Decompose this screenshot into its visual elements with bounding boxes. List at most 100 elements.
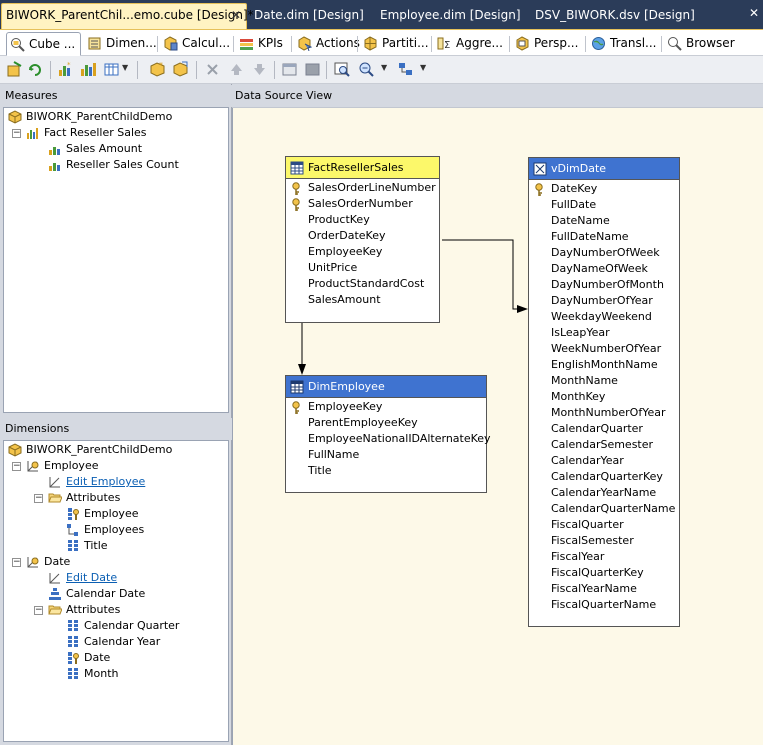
find-table-icon[interactable] <box>334 61 351 78</box>
column[interactable]: MonthName <box>551 374 618 387</box>
tab-label: Cube ... <box>29 37 76 51</box>
tab-actions[interactable]: Actions <box>294 32 360 56</box>
column[interactable]: FiscalQuarterName <box>551 598 657 611</box>
tab-kpis[interactable]: KPIs <box>236 32 292 56</box>
column[interactable]: FiscalQuarter <box>551 518 624 531</box>
table-name: DimEmployee <box>308 380 385 393</box>
column[interactable]: CalendarQuarterName <box>551 502 676 515</box>
column[interactable]: FiscalQuarterKey <box>551 566 644 579</box>
tab-partitions[interactable]: Partiti... <box>360 32 432 56</box>
doc-tab-employee-dim[interactable]: Employee.dim [Design] <box>376 4 521 29</box>
collapse-date-icon[interactable]: − <box>12 557 21 567</box>
table-dimemployee[interactable]: DimEmployee EmployeeKey ParentEmployeeKe… <box>285 375 491 493</box>
edit-dimension-icon <box>49 573 60 584</box>
primary-key-icon <box>535 183 543 196</box>
doc-tab-cube[interactable]: BIWORK_ParentChil...emo.cube [Design]* ✕ <box>1 3 254 29</box>
table-header[interactable]: DimEmployee <box>286 376 486 398</box>
column[interactable]: OrderDateKey <box>308 229 386 242</box>
collapse-attributes-icon[interactable]: − <box>34 605 43 615</box>
move-down-icon[interactable] <box>251 61 268 78</box>
edit-date-label[interactable]: Edit Date <box>66 571 118 584</box>
dsv-canvas[interactable]: FactResellerSales SalesOrderLineNumber S… <box>232 108 763 745</box>
hide-table-icon[interactable] <box>304 61 321 78</box>
column[interactable]: MonthKey <box>551 390 606 403</box>
designer-tab-strip: Cube ... Dimen... Calcul... KPIs Actions… <box>0 29 763 56</box>
arrange-dropdown-icon[interactable]: ▼ <box>420 63 427 72</box>
show-measures-grid-icon[interactable] <box>103 61 120 78</box>
new-measure-group-icon[interactable] <box>80 61 97 78</box>
zoom-icon[interactable] <box>358 61 375 78</box>
column[interactable]: EmployeeKey <box>308 245 383 258</box>
dimensions-header: Dimensions <box>0 418 232 440</box>
column[interactable]: Title <box>308 464 332 477</box>
column[interactable]: CalendarQuarterKey <box>551 470 663 483</box>
column[interactable]: FullDateName <box>551 230 629 243</box>
collapse-measure-group-icon[interactable]: − <box>12 128 21 138</box>
dimensions-tree: BIWORK_ParentChildDemo − Employee Edit E… <box>3 440 229 742</box>
column[interactable]: DateName <box>551 214 610 227</box>
collapse-employee-icon[interactable]: − <box>12 461 21 471</box>
close-window-icon[interactable]: ✕ <box>748 6 759 20</box>
column[interactable]: SalesOrderNumber <box>308 197 413 210</box>
edit-employee-label[interactable]: Edit Employee <box>66 475 146 488</box>
tab-translations[interactable]: Transl... <box>588 32 662 56</box>
column[interactable]: FiscalSemester <box>551 534 634 547</box>
column[interactable]: FiscalYear <box>551 550 605 563</box>
delete-icon[interactable] <box>204 61 221 78</box>
column[interactable]: FullDate <box>551 198 597 211</box>
column[interactable]: EmployeeNationalIDAlternateKey <box>308 432 491 445</box>
column[interactable]: WeekdayWeekend <box>551 310 652 323</box>
column[interactable]: IsLeapYear <box>551 326 610 339</box>
column[interactable]: DayNameOfWeek <box>551 262 648 275</box>
collapse-attributes-icon[interactable]: − <box>34 493 43 503</box>
grid-dropdown-icon[interactable]: ▼ <box>122 63 129 72</box>
doc-tab-label: Date.dim [Design] <box>254 8 364 22</box>
tab-perspectives[interactable]: Persp... <box>512 32 586 56</box>
key-attribute-icon <box>68 652 79 664</box>
process-icon[interactable] <box>6 61 23 78</box>
reconnect-icon[interactable] <box>27 61 44 78</box>
column[interactable]: SalesOrderLineNumber <box>308 181 436 194</box>
tab-cube-structure[interactable]: Cube ... <box>6 32 81 56</box>
tab-aggregations[interactable]: Σ Aggre... <box>434 32 510 56</box>
column[interactable]: FullName <box>308 448 360 461</box>
close-tab-icon[interactable]: ✕ <box>230 8 241 22</box>
primary-key-icon <box>292 401 300 414</box>
table-vdimdate[interactable]: vDimDate DateKey FullDate DateName FullD… <box>528 157 680 627</box>
tab-dimension-usage[interactable]: Dimen... <box>84 32 158 56</box>
column[interactable]: DayNumberOfYear <box>551 294 653 307</box>
column[interactable]: DateKey <box>551 182 598 195</box>
column[interactable]: EnglishMonthName <box>551 358 658 371</box>
column[interactable]: UnitPrice <box>308 261 358 274</box>
column[interactable]: CalendarYearName <box>551 486 657 499</box>
column[interactable]: DayNumberOfMonth <box>551 278 664 291</box>
column[interactable]: ProductKey <box>308 213 370 226</box>
add-cube-dimension-icon[interactable]: * <box>149 61 166 78</box>
column[interactable]: MonthNumberOfYear <box>551 406 666 419</box>
doc-tab-date-dim[interactable]: Date.dim [Design] <box>250 4 364 29</box>
tab-calculations[interactable]: Calcul... <box>160 32 234 56</box>
tab-label: Browser <box>686 36 735 50</box>
column[interactable]: SalesAmount <box>308 293 381 306</box>
column[interactable]: DayNumberOfWeek <box>551 246 660 259</box>
relationship-line[interactable] <box>442 239 523 310</box>
column[interactable]: CalendarQuarter <box>551 422 643 435</box>
zoom-dropdown-icon[interactable]: ▼ <box>381 63 388 72</box>
table-header[interactable]: FactResellerSales <box>286 157 439 179</box>
column[interactable]: ProductStandardCost <box>308 277 425 290</box>
move-up-icon[interactable] <box>228 61 245 78</box>
show-table-icon[interactable] <box>281 61 298 78</box>
column[interactable]: CalendarYear <box>551 454 624 467</box>
column[interactable]: CalendarSemester <box>551 438 654 451</box>
column[interactable]: WeekNumberOfYear <box>551 342 662 355</box>
tab-browser[interactable]: Browser <box>664 32 740 56</box>
new-linked-object-icon[interactable] <box>172 61 189 78</box>
doc-tab-dsv[interactable]: DSV_BIWORK.dsv [Design] <box>531 4 695 29</box>
new-measure-icon[interactable]: * <box>57 61 74 78</box>
column[interactable]: EmployeeKey <box>308 400 383 413</box>
column[interactable]: ParentEmployeeKey <box>308 416 418 429</box>
arrange-tables-icon[interactable] <box>397 61 414 78</box>
table-factresellersales[interactable]: FactResellerSales SalesOrderLineNumber S… <box>285 156 440 323</box>
column[interactable]: FiscalYearName <box>551 582 637 595</box>
table-header[interactable]: vDimDate <box>529 158 679 180</box>
